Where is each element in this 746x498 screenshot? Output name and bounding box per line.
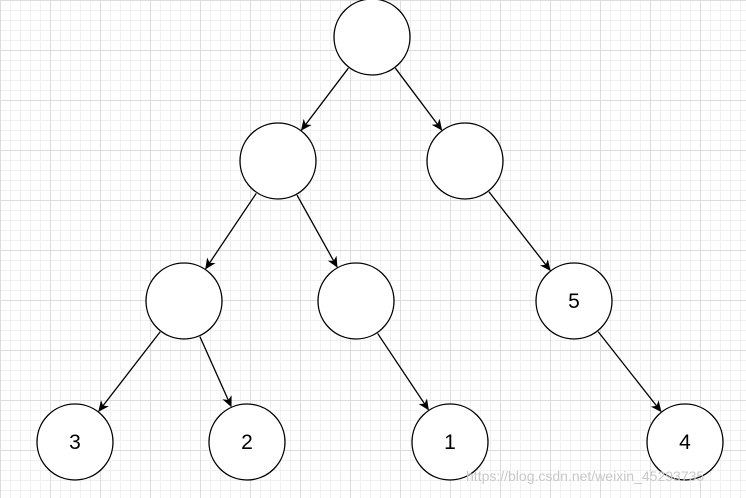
node-circle [426, 122, 504, 200]
edge-root-to-n-r [394, 67, 443, 131]
node-circle [411, 403, 489, 481]
node-label: 2 [241, 431, 253, 454]
node-circle [317, 262, 395, 340]
node-circle [535, 262, 613, 340]
edge-n-l-to-n-ll [205, 193, 257, 270]
watermark-text: https://blog.csdn.net/weixin_45293735 [466, 468, 705, 484]
tree-node-n-lr [317, 262, 395, 340]
tree-node-n-5: 5 [535, 262, 613, 340]
edge-n-l-to-n-lr [296, 194, 338, 268]
node-circle [36, 403, 114, 481]
node-circle [239, 122, 317, 200]
edge-root-to-n-l [300, 67, 349, 131]
edge-n-5-to-n-4 [597, 331, 662, 413]
nodes-layer: 5 3 2 1 4 [36, 0, 724, 481]
edge-n-lr-to-n-1 [377, 333, 429, 411]
node-label: 5 [568, 290, 580, 313]
node-label: 1 [444, 431, 456, 454]
tree-node-n-l [239, 122, 317, 200]
edge-n-ll-to-n-3 [98, 331, 161, 412]
tree-node-root [333, 0, 411, 76]
tree-node-n-r [426, 122, 504, 200]
node-circle [145, 262, 223, 340]
edge-n-ll-to-n-2 [199, 336, 232, 408]
tree-node-n-ll [145, 262, 223, 340]
node-label: 3 [69, 431, 81, 454]
edge-n-r-to-n-5 [488, 191, 551, 272]
node-circle [333, 0, 411, 76]
node-circle [646, 403, 724, 481]
tree-node-n-2: 2 [208, 403, 286, 481]
edges-layer [98, 67, 662, 413]
tree-node-n-3: 3 [36, 403, 114, 481]
node-label: 4 [679, 431, 691, 454]
tree-node-n-1: 1 [411, 403, 489, 481]
tree-node-n-4: 4 [646, 403, 724, 481]
node-circle [208, 403, 286, 481]
